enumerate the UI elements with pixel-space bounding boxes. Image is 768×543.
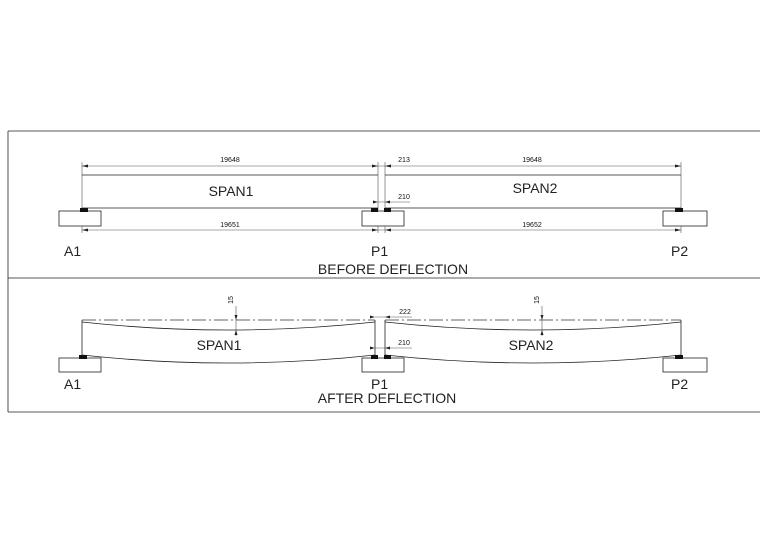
girder-span2 bbox=[385, 174, 681, 209]
drawing-frame bbox=[7, 130, 760, 413]
span2-label: SPAN2 bbox=[513, 180, 558, 196]
span2-label-after: SPAN2 bbox=[509, 337, 554, 353]
deflection-marker-span2 bbox=[540, 306, 544, 336]
dim-top-gap: 213 bbox=[398, 157, 410, 164]
deflection-marker-span1 bbox=[234, 306, 238, 336]
deflection-span2: 15 bbox=[534, 296, 541, 304]
girder-span1 bbox=[82, 174, 378, 209]
after-deflection-caption: AFTER DEFLECTION bbox=[318, 390, 456, 406]
top-dimension-line bbox=[81, 162, 682, 214]
dim-gap-lower: 210 bbox=[398, 194, 410, 201]
dim-gap-upper: 222 bbox=[399, 309, 411, 316]
gap-dimension-lower bbox=[373, 200, 410, 204]
after-deflection-panel: 15 15 222 210 SPAN1 SPAN2 bbox=[58, 296, 708, 406]
support-label-p2: P2 bbox=[671, 243, 688, 259]
pier-p2-after bbox=[662, 355, 708, 373]
span1-label-after: SPAN1 bbox=[197, 337, 242, 353]
support-label-a1: A1 bbox=[64, 243, 81, 259]
support-label-p2-after: P2 bbox=[671, 376, 688, 392]
support-label-p1-after: P1 bbox=[371, 376, 388, 392]
deflected-girder-span1 bbox=[81, 320, 376, 364]
before-deflection-caption: BEFORE DEFLECTION bbox=[318, 261, 468, 277]
span1-label: SPAN1 bbox=[209, 183, 254, 199]
before-deflection-panel: 19648 213 19648 SPAN1 SPAN2 210 bbox=[58, 157, 708, 277]
support-label-a1-after: A1 bbox=[64, 376, 81, 392]
pier-p1 bbox=[361, 208, 405, 227]
pier-p2 bbox=[662, 208, 708, 227]
deflected-girder-span2 bbox=[384, 320, 682, 364]
abutment-a1 bbox=[58, 208, 102, 227]
pier-p1-after bbox=[361, 355, 405, 373]
dim-bottom-span1: 19651 bbox=[220, 222, 240, 229]
gap-dimension-upper bbox=[370, 315, 412, 319]
dim-gap-lower-after: 210 bbox=[398, 340, 410, 347]
dim-bottom-span2: 19652 bbox=[522, 222, 542, 229]
abutment-a1-after bbox=[58, 355, 102, 373]
support-label-p1: P1 bbox=[371, 243, 388, 259]
deflection-span1: 15 bbox=[228, 296, 235, 304]
bottom-dimension-line bbox=[81, 226, 682, 233]
dim-top-span1: 19648 bbox=[220, 157, 240, 164]
dim-top-span2: 19648 bbox=[522, 157, 542, 164]
gap-dimension-lower-after bbox=[370, 346, 412, 350]
